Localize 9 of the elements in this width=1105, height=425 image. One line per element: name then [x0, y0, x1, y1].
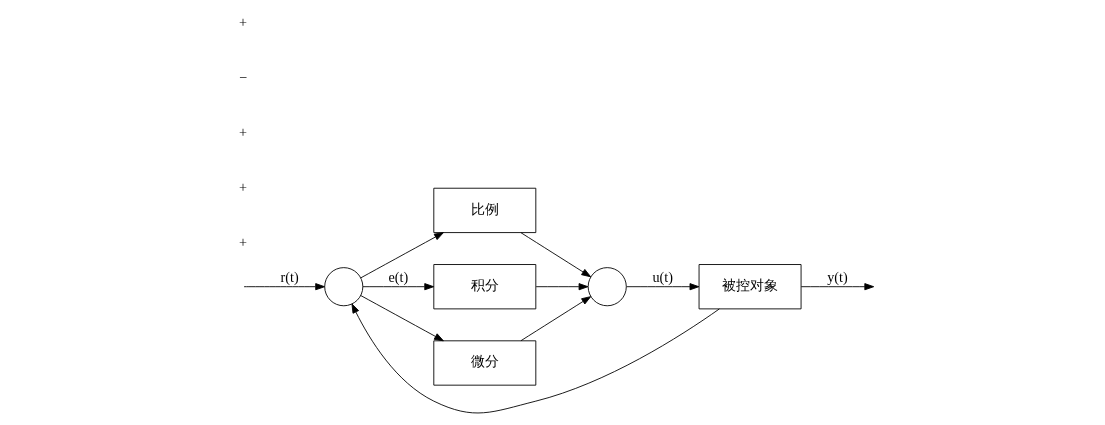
- label: −: [238, 68, 247, 85]
- edge-label: r(t): [280, 269, 299, 286]
- edge-label: y(t): [826, 269, 848, 286]
- label: +: [238, 13, 247, 30]
- label: +: [238, 123, 247, 140]
- label: +: [238, 233, 247, 250]
- label: +: [238, 178, 247, 195]
- edge-label: e(t): [387, 269, 408, 286]
- edge-label: u(t): [651, 269, 673, 286]
